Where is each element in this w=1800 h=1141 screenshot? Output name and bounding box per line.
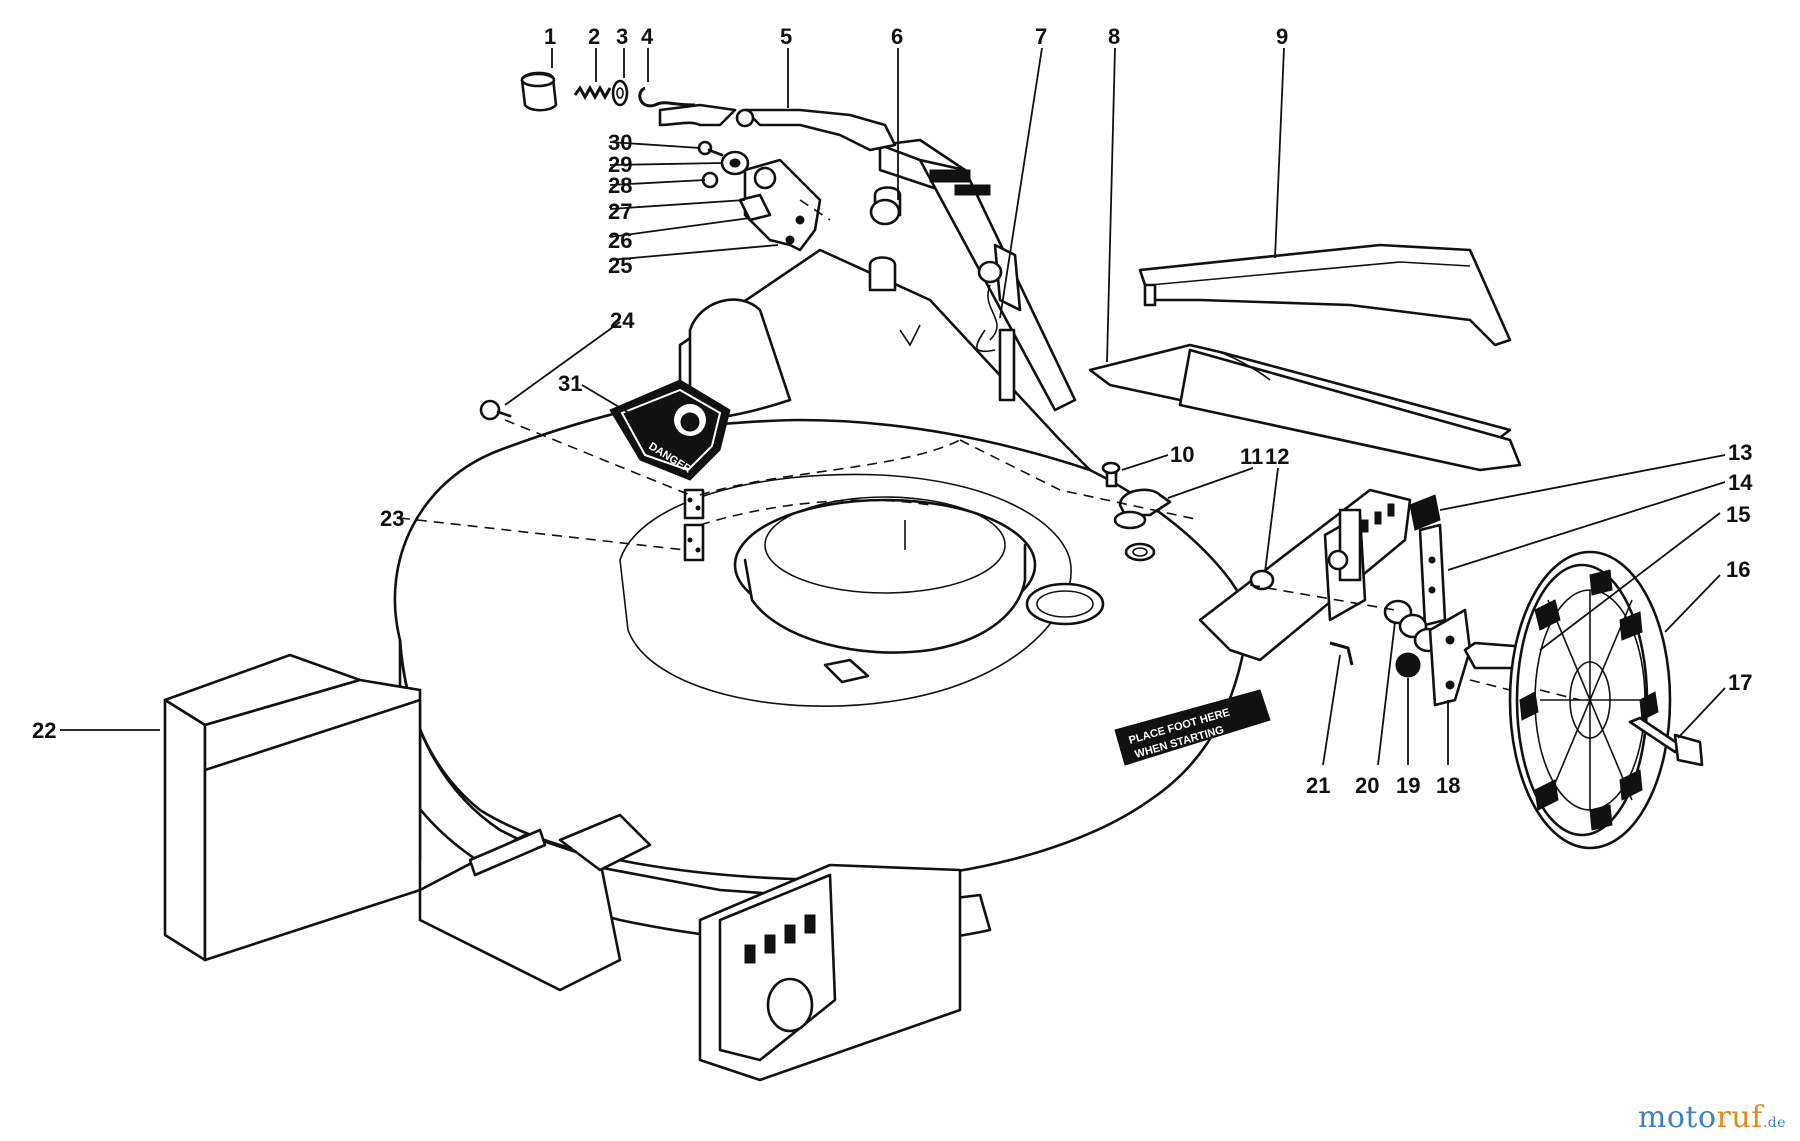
callout-22: 22 [32, 718, 56, 743]
callout-9: 9 [1276, 24, 1288, 49]
callout-4: 4 [641, 24, 654, 49]
callout-30: 30 [608, 130, 632, 155]
rear-axle-bracket [1198, 488, 1412, 662]
washer-part-3 [611, 79, 629, 107]
bracket-part-18 [1428, 608, 1472, 707]
lever-bracket-parts-25-27 [738, 158, 822, 252]
callout-19: 19 [1396, 773, 1420, 798]
watermark-part1: moto [1637, 1100, 1717, 1135]
cap-part-11 [1113, 488, 1172, 562]
deflector-plate-part-8 [1088, 343, 1522, 472]
bracket-part-23 [683, 488, 705, 562]
callout-10: 10 [1170, 442, 1194, 467]
callout-17: 17 [1728, 670, 1752, 695]
clip-part-4 [638, 86, 696, 108]
wheel-part-16 [1508, 550, 1672, 850]
nut-part-29 [720, 150, 750, 176]
callout-24: 24 [610, 308, 635, 333]
lever-part-14 [1418, 523, 1447, 627]
callout-27: 27 [608, 199, 632, 224]
callout-15: 15 [1726, 502, 1750, 527]
knob-part-13 [1409, 494, 1441, 531]
assembly-dashed-lines [504, 199, 1581, 701]
callout-20: 20 [1355, 773, 1379, 798]
knob-part-1 [520, 71, 558, 112]
bushing-part-6 [869, 198, 901, 226]
callout-leader-lines [60, 47, 1726, 766]
pin-part-21 [1329, 641, 1354, 666]
callout-14: 14 [1728, 470, 1753, 495]
screw-part-28 [701, 171, 719, 189]
callout-numbers: 1 2 3 4 5 6 7 8 9 10 11 12 13 14 15 16 1… [32, 24, 1753, 798]
callout-12: 12 [1265, 444, 1289, 469]
callout-7: 7 [1035, 24, 1047, 49]
callout-6: 6 [891, 24, 903, 49]
axle-bolt-part-17 [1628, 716, 1704, 767]
rear-baffle-part-22 [163, 653, 422, 962]
callout-3: 3 [616, 24, 628, 49]
screw-part-30 [697, 140, 724, 157]
callout-5: 5 [780, 24, 792, 49]
nut-part-19 [1395, 652, 1421, 678]
callout-2: 2 [588, 24, 600, 49]
callout-23: 23 [380, 506, 404, 531]
motoruf-watermark-logo: motoruf.de [1638, 1100, 1786, 1135]
callout-16: 16 [1726, 557, 1750, 582]
callout-13: 13 [1728, 440, 1752, 465]
screw-part-10 [1101, 461, 1121, 488]
callout-11: 11 [1240, 444, 1263, 469]
callout-29: 29 [608, 152, 632, 177]
watermark-part3: .de [1762, 1115, 1786, 1131]
callout-26: 26 [608, 228, 632, 253]
front-height-adjust-bracket [418, 813, 962, 1082]
deflector-cover-part-9 [1138, 243, 1512, 347]
callout-18: 18 [1436, 773, 1460, 798]
lever-rod-part-5 [658, 103, 897, 152]
spring-part-2 [573, 84, 612, 101]
callout-28: 28 [608, 173, 632, 198]
callout-8: 8 [1108, 24, 1120, 49]
callout-1: 1 [544, 24, 556, 49]
callout-25: 25 [608, 253, 632, 278]
watermark-part2: ruf [1716, 1100, 1763, 1135]
callout-31: 31 [558, 371, 582, 396]
nut-part-12 [1249, 569, 1275, 591]
screw-part-24 [479, 399, 512, 421]
callout-21: 21 [1306, 773, 1330, 798]
